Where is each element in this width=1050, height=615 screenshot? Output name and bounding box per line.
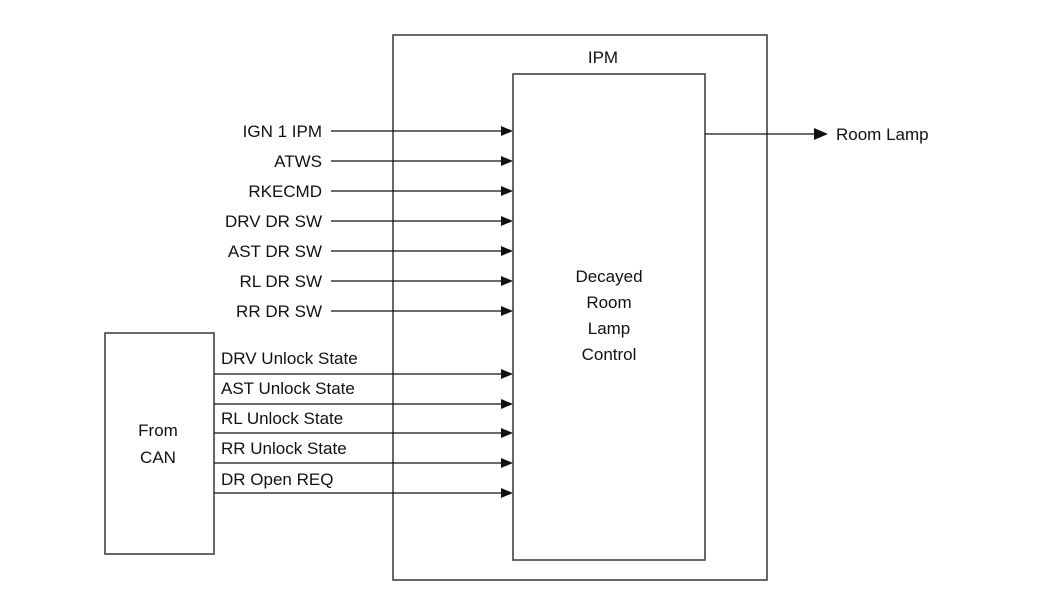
arrow-head-icon — [501, 488, 513, 498]
signal-label: RL Unlock State — [221, 409, 343, 428]
direct-input-signal: IGN 1 IPM — [243, 122, 513, 141]
control-label-line-4: Control — [582, 345, 637, 364]
direct-input-signal: ATWS — [274, 152, 513, 171]
arrow-head-icon — [501, 369, 513, 379]
control-label-line-3: Lamp — [588, 319, 631, 338]
arrow-head-icon — [501, 156, 513, 166]
decayed-room-lamp-control-block — [512, 73, 706, 561]
signal-label: DRV DR SW — [225, 212, 322, 231]
ipm-block — [392, 34, 768, 581]
ipm-label: IPM — [588, 48, 618, 67]
signal-label: IGN 1 IPM — [243, 122, 322, 141]
can-input-signal: RR Unlock State — [214, 439, 513, 468]
signal-label: AST DR SW — [228, 242, 322, 261]
arrow-head-icon — [501, 126, 513, 136]
arrow-head-icon — [501, 246, 513, 256]
can-input-signal: RL Unlock State — [214, 409, 513, 438]
signal-label: RR DR SW — [236, 302, 322, 321]
output-signal: Room Lamp — [705, 125, 929, 144]
from-can-block — [104, 332, 215, 555]
arrow-head-icon — [814, 128, 828, 140]
direct-input-signal: RL DR SW — [240, 272, 513, 291]
arrow-head-icon — [501, 306, 513, 316]
direct-input-signal: DRV DR SW — [225, 212, 513, 231]
arrow-head-icon — [501, 186, 513, 196]
control-label-line-1: Decayed — [575, 267, 642, 286]
arrow-head-icon — [501, 458, 513, 468]
signal-label: ATWS — [274, 152, 322, 171]
arrow-head-icon — [501, 276, 513, 286]
arrow-head-icon — [501, 428, 513, 438]
can-label-line-1: From — [138, 421, 178, 440]
can-input-signal: DR Open REQ — [214, 470, 513, 498]
signal-label: RR Unlock State — [221, 439, 347, 458]
arrow-head-icon — [501, 399, 513, 409]
signal-label: RKECMD — [248, 182, 322, 201]
can-input-signal: DRV Unlock State — [214, 349, 513, 379]
arrow-head-icon — [501, 216, 513, 226]
control-label-line-2: Room — [586, 293, 631, 312]
room-lamp-label: Room Lamp — [836, 125, 929, 144]
signal-label: AST Unlock State — [221, 379, 355, 398]
signal-label: RL DR SW — [240, 272, 323, 291]
can-input-signal: AST Unlock State — [214, 379, 513, 409]
signal-label: DR Open REQ — [221, 470, 333, 489]
can-label-line-2: CAN — [140, 448, 176, 467]
signal-label: DRV Unlock State — [221, 349, 358, 368]
direct-input-signal: RKECMD — [248, 182, 513, 201]
direct-input-signal: RR DR SW — [236, 302, 513, 321]
direct-input-signal: AST DR SW — [228, 242, 513, 261]
